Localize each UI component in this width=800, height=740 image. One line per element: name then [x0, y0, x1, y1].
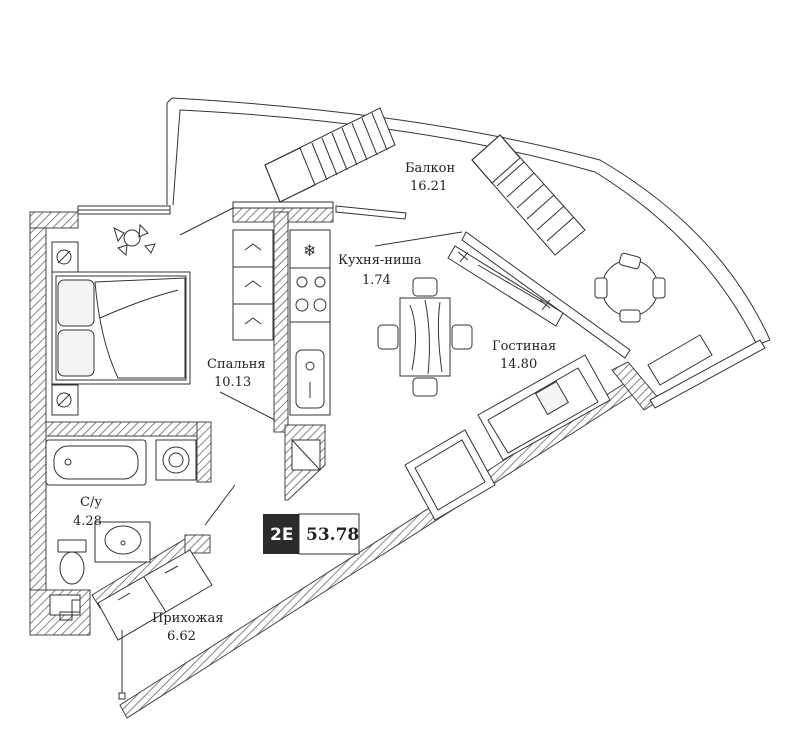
- wardrobe: [232, 229, 274, 341]
- svg-text:Гостиная: Гостиная: [492, 339, 556, 354]
- room-label-balcony: Балкон 16.21: [405, 161, 455, 194]
- sun-lounger-right: [471, 134, 586, 256]
- svg-text:4.28: 4.28: [73, 514, 102, 529]
- apartment-type: 2E: [270, 525, 293, 545]
- utility-box: [291, 439, 321, 471]
- room-label-kitchen: Кухня-ниша 1.74: [338, 253, 422, 288]
- tv-console: [374, 231, 631, 359]
- svg-text:Спальня: Спальня: [207, 357, 266, 372]
- room-label-bedroom: Спальня 10.13: [207, 357, 276, 421]
- svg-text:14.80: 14.80: [500, 357, 537, 372]
- apartment-total-area: 53.78: [306, 525, 359, 545]
- apartment-badge: 2E 53.78: [263, 513, 360, 555]
- balcony-bench: [647, 334, 713, 386]
- balcony-outline: [166, 97, 771, 346]
- svg-text:10.13: 10.13: [214, 375, 251, 390]
- svg-text:Балкон: Балкон: [405, 161, 455, 176]
- room-label-hallway: Прихожая 6.62: [152, 611, 223, 644]
- armchair: [404, 429, 496, 521]
- snowflake-icon: ❄: [303, 241, 316, 260]
- dining-set: [377, 277, 473, 397]
- room-label-living: Гостиная 14.80: [492, 339, 556, 372]
- svg-text:1.74: 1.74: [362, 273, 391, 288]
- svg-text:С/у: С/у: [80, 495, 102, 510]
- room-label-bathroom: С/у 4.28: [73, 495, 102, 529]
- sun-lounger-left: [264, 107, 396, 203]
- svg-text:Кухня-ниша: Кухня-ниша: [338, 253, 422, 268]
- sofa: [477, 354, 611, 461]
- kitchen-unit: ❄: [289, 229, 331, 416]
- svg-text:Прихожая: Прихожая: [152, 611, 223, 626]
- bedroom-furniture: [51, 207, 234, 416]
- bathroom-fixtures: [45, 439, 197, 621]
- hallway-wardrobe: [97, 484, 236, 700]
- walls: [29, 201, 766, 719]
- stove-burners-icon: [295, 276, 327, 312]
- balcony-table: [594, 252, 666, 323]
- svg-text:❄: ❄: [303, 241, 316, 260]
- plant-icon: [113, 223, 156, 257]
- svg-text:16.21: 16.21: [410, 179, 447, 194]
- svg-text:6.62: 6.62: [167, 629, 196, 644]
